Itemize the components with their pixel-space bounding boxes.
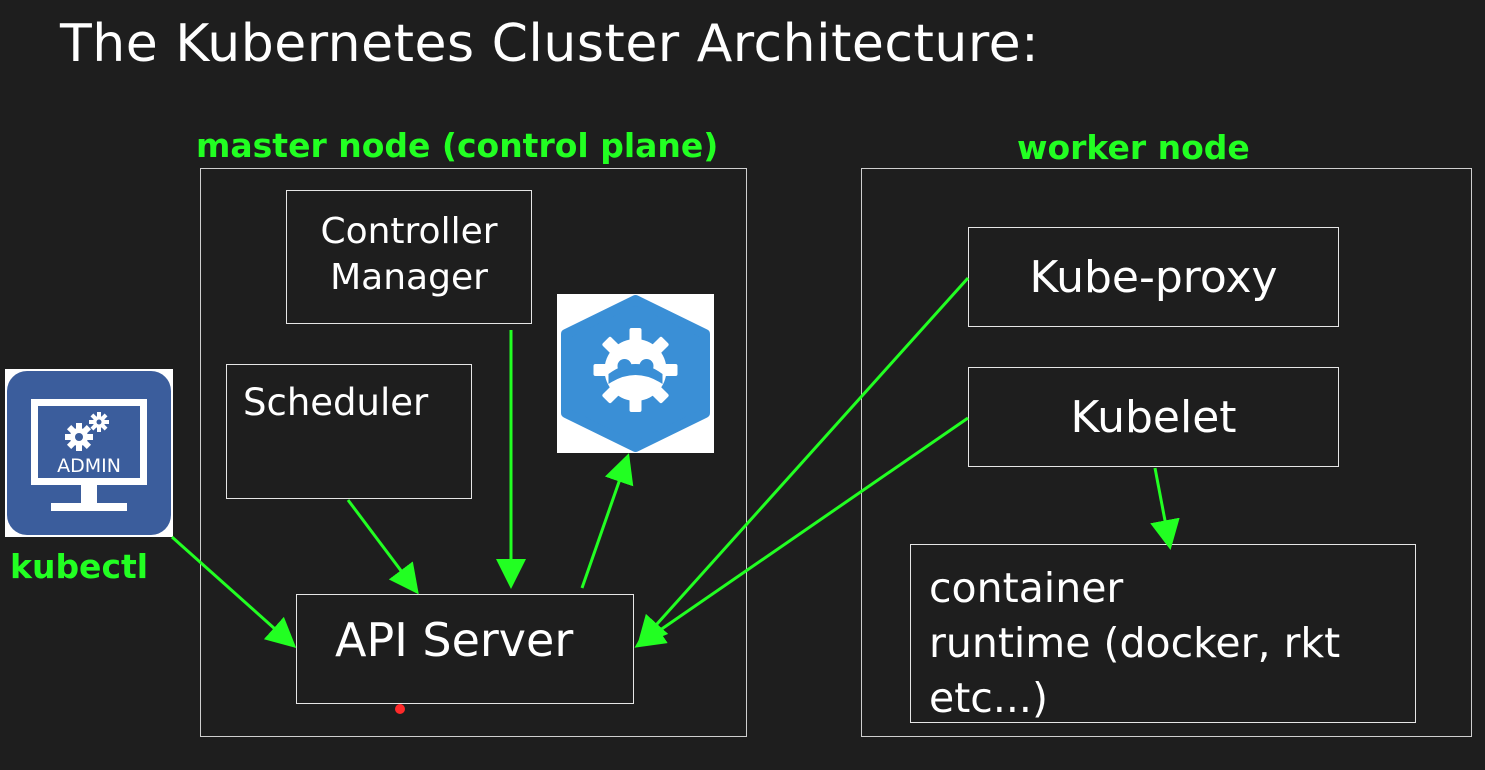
container-runtime-line-2: runtime (docker, rkt xyxy=(929,619,1341,667)
worker-node-label: worker node xyxy=(1017,128,1250,167)
kubelet-box: Kubelet xyxy=(968,367,1339,467)
container-runtime-box: container runtime (docker, rkt etc...) xyxy=(910,544,1416,723)
scheduler-label: Scheduler xyxy=(243,381,429,424)
controller-manager-line-2: Manager xyxy=(330,257,488,298)
kube-proxy-label: Kube-proxy xyxy=(1029,251,1278,303)
container-runtime-line-3: etc...) xyxy=(929,674,1048,722)
laser-pointer-dot xyxy=(395,704,405,714)
diagram-title: The Kubernetes Cluster Architecture: xyxy=(60,14,1040,74)
api-server-box: API Server xyxy=(296,594,634,704)
kubelet-label: Kubelet xyxy=(1070,391,1237,443)
api-server-label: API Server xyxy=(335,613,574,667)
kubectl-label: kubectl xyxy=(10,547,149,586)
scheduler-box: Scheduler xyxy=(226,364,472,499)
controller-manager-line-1: Controller xyxy=(320,211,498,252)
admin-icon-text: ADMIN xyxy=(57,455,121,477)
master-node-label: master node (control plane) xyxy=(196,126,719,165)
container-runtime-line-1: container xyxy=(929,564,1124,612)
admin-monitor-icon: ADMIN xyxy=(5,369,173,537)
controller-manager-box: Controller Manager xyxy=(286,190,532,324)
etcd-robot-icon xyxy=(557,294,714,453)
kube-proxy-box: Kube-proxy xyxy=(968,227,1339,327)
